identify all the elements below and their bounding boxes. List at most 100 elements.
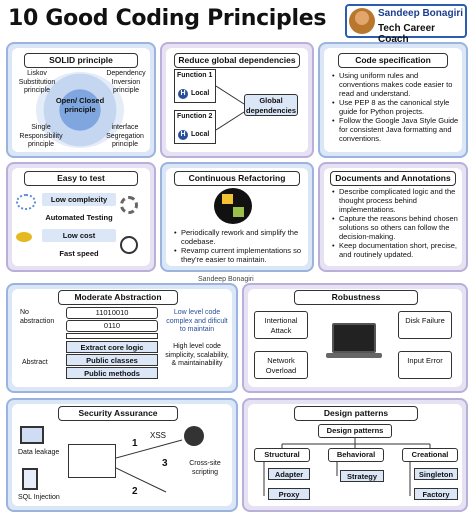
network-icon [16, 194, 36, 210]
attacker-icon [184, 426, 204, 446]
robustness-item: Input Error [398, 351, 452, 379]
laptop-base-icon [326, 353, 382, 358]
docs-item: Capture the reasons behind chosen soluti… [332, 214, 462, 241]
layer-box: Extract core logic [66, 341, 158, 353]
step-2: 2 [132, 486, 138, 497]
function-1-label: Function 1 [177, 72, 213, 79]
step-1: 1 [132, 438, 138, 449]
low-level-note: Low level code complex and dificult to m… [166, 309, 228, 333]
global-dependencies-box: Global dependencies [244, 94, 298, 116]
easy-test-card: Easy to test Low complexity Automated Te… [6, 162, 156, 272]
robustness-header: Robustness [294, 290, 418, 305]
high-level-note: High level code simplicity, scalability,… [165, 343, 229, 367]
patterns-root: Design patterns [318, 424, 392, 438]
easy-item: Low complexity [42, 193, 116, 206]
avatar [349, 8, 375, 34]
security-card: Security Assurance Data leakage SQL Inje… [6, 398, 238, 512]
browser-icon [68, 444, 116, 478]
refactor-icon-square [222, 194, 233, 204]
solid-circle [36, 72, 124, 148]
computer-icon [20, 426, 44, 444]
solid-dependency: Dependency Inversion principle [106, 70, 146, 94]
code-spec-list: Using uniform rules and conventions make… [332, 71, 460, 143]
solid-single: Single Responsibility principle [19, 124, 63, 148]
patterns-header: Design patterns [294, 406, 418, 421]
docs-card: Documents and Annotations Describe compl… [318, 162, 468, 272]
xss-label: XSS [150, 431, 167, 440]
binary-row: 0110 [66, 320, 158, 332]
docs-item: Describe complicated logic and the thoug… [332, 187, 462, 214]
robustness-item: Intertional Attack [254, 311, 308, 339]
docs-list: Describe complicated logic and the thoug… [332, 187, 462, 259]
data-leakage-label: Data leakage [18, 449, 60, 456]
robustness-item: Network Overload [254, 351, 308, 379]
refactor-icon-square [233, 207, 244, 217]
solid-center: Open/ Closed principle [55, 96, 105, 114]
code-spec-header: Code specification [338, 53, 448, 68]
reduce-header: Reduce global dependencies [174, 53, 300, 68]
abstraction-header: Moderate Abstraction [58, 290, 178, 305]
proxy-box: Proxy [268, 488, 310, 500]
easy-item: Fast speed [42, 247, 116, 260]
coins-icon [16, 232, 32, 242]
page-title: 10 Good Coding Principles [8, 6, 327, 31]
robustness-item: Disk Failure [398, 311, 452, 339]
laptop-icon [332, 323, 376, 353]
solid-liskov: Liskov Substitution principle [18, 70, 56, 94]
abstract-label: Abstract [22, 359, 48, 366]
adapter-box: Adapter [268, 468, 310, 480]
code-spec-item: Follow the Google Java Style Guide for c… [332, 116, 460, 143]
code-spec-item: Use PEP 8 as the canonical style guide f… [332, 98, 460, 116]
security-arrows [116, 439, 183, 493]
strategy-box: Strategy [340, 470, 384, 482]
solid-header: SOLID principle [24, 53, 138, 68]
author-name: Sandeep Bonagiri [378, 8, 464, 19]
function-2-label: Function 2 [177, 113, 213, 120]
behavioral-box: Behavioral [328, 448, 384, 462]
factory-box: Factory [414, 488, 458, 500]
refactor-item: Revamp current implementations so they'r… [174, 246, 308, 264]
creational-box: Creational [402, 448, 458, 462]
refactor-item: Periodically rework and simplify the cod… [174, 228, 308, 246]
tree-lines [263, 438, 431, 496]
solid-interface: interface Segregation principle [106, 124, 144, 148]
stopwatch-icon [120, 236, 138, 254]
dependency-arrows [216, 85, 245, 131]
no-abstraction-label: No abstraction [20, 309, 55, 325]
easy-item: Automated Testing [42, 211, 116, 224]
author-role: Tech Career Coach [378, 23, 436, 45]
local-label: Local [191, 131, 210, 138]
robustness-card: Robustness Intertional Attack Disk Failu… [242, 283, 468, 393]
singleton-box: Singleton [414, 468, 458, 480]
css-label: Cross-site scripting [189, 460, 221, 476]
solid-card: SOLID principle Open/ Closed principle L… [6, 42, 156, 158]
step-3: 3 [162, 458, 168, 469]
gear-icon [120, 196, 138, 214]
refactor-header: Continuous Refactoring [174, 171, 300, 186]
binary-row: 11010010 [66, 307, 158, 319]
refactor-card: Continuous Refactoring Periodically rewo… [160, 162, 314, 272]
h-icon: H [178, 89, 188, 99]
easy-item: Low cost [42, 229, 116, 242]
local-label: Local [191, 90, 210, 97]
layer-box: Public methods [66, 367, 158, 379]
server-icon [22, 468, 38, 490]
sql-injection-label: SQL Injection [18, 494, 60, 501]
docs-item: Keep documentation short, precise, and r… [332, 241, 462, 259]
abstraction-card: Moderate Abstraction No abstraction Abst… [6, 283, 238, 393]
structural-box: Structural [254, 448, 310, 462]
security-header: Security Assurance [58, 406, 178, 421]
reduce-card: Reduce global dependencies Function 1 H … [160, 42, 314, 158]
code-spec-card: Code specification Using uniform rules a… [318, 42, 468, 158]
stack-line [66, 333, 158, 339]
h-icon: H [178, 130, 188, 140]
layer-box: Public classes [66, 354, 158, 366]
code-spec-item: Using uniform rules and conventions make… [332, 71, 460, 98]
watermark: Sandeep Bonagiri [198, 276, 254, 283]
author-badge: Sandeep Bonagiri Tech Career Coach [345, 4, 467, 45]
easy-test-header: Easy to test [24, 171, 138, 186]
patterns-card: Design patterns Design patterns Structur… [242, 398, 468, 512]
refactor-icon [214, 188, 252, 224]
docs-header: Documents and Annotations [330, 171, 456, 186]
refactor-list: Periodically rework and simplify the cod… [174, 228, 308, 264]
